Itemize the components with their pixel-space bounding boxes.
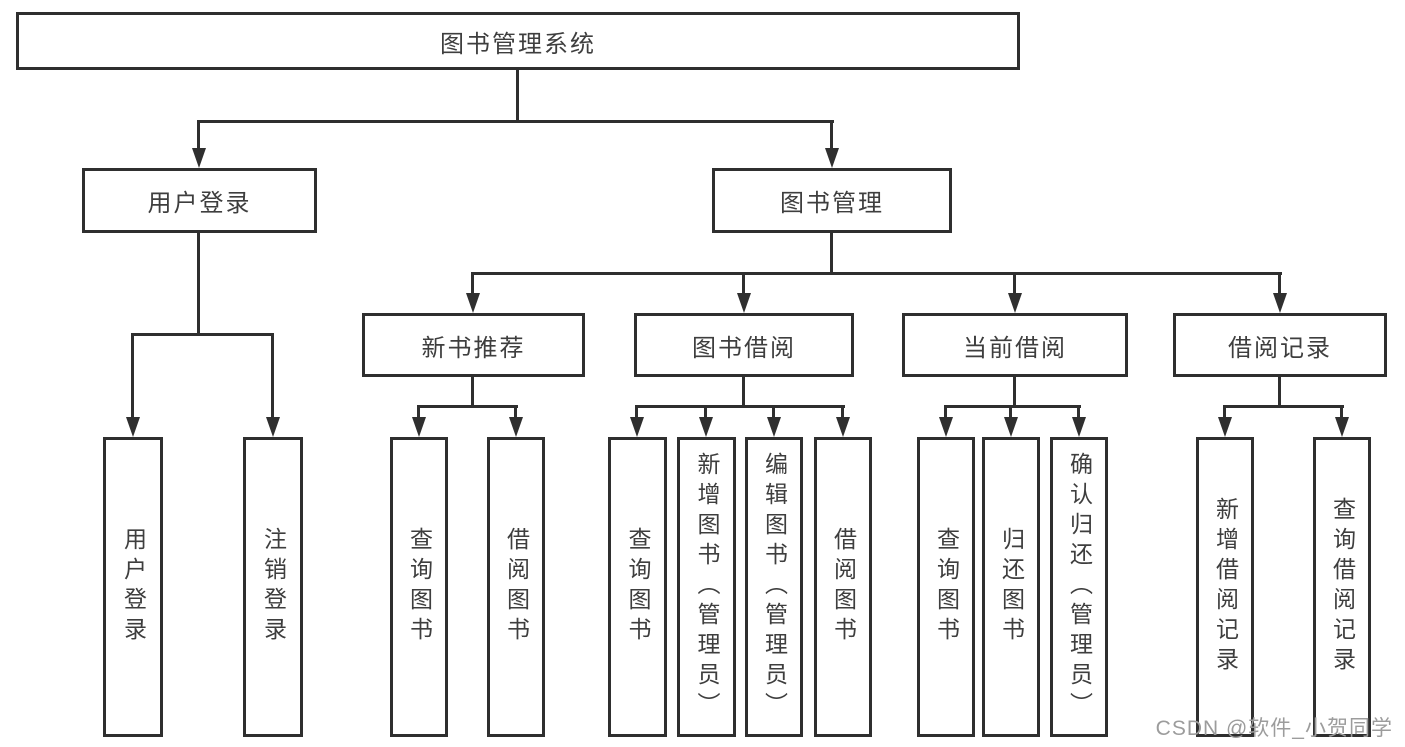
- connector-level2-rail: [197, 120, 834, 123]
- node-book-management-label: 图书管理: [780, 190, 884, 217]
- connector-leaf-stem: [1009, 405, 1012, 419]
- arrow-down-icon: [126, 417, 140, 437]
- connector-user-login-rail: [131, 333, 274, 336]
- arrow-down-icon: [1072, 417, 1086, 437]
- connector-user-login-stem: [197, 233, 200, 333]
- connector-to-current-borrow: [1013, 272, 1016, 295]
- arrow-down-icon: [737, 293, 751, 313]
- node-borrow-record: 借阅记录: [1173, 313, 1387, 377]
- connector-to-leaf-logout: [271, 333, 274, 419]
- leaf-return-book: 归还图书: [982, 437, 1040, 737]
- connector-leaf-stem: [1077, 405, 1080, 419]
- connector-book-management-stem: [830, 233, 833, 275]
- connector-leaf-stem: [635, 405, 638, 419]
- leaf-user-login-label: 用户登录: [120, 527, 147, 647]
- connector-current-borrow-rail: [944, 405, 1081, 408]
- connector-leaf-stem: [841, 405, 844, 419]
- connector-book-borrow-stem: [742, 377, 745, 408]
- connector-level3-rail: [471, 272, 1282, 275]
- leaf-user-login: 用户登录: [103, 437, 163, 737]
- connector-leaf-stem: [772, 405, 775, 419]
- connector-borrow-record-stem: [1278, 377, 1281, 408]
- connector-leaf-stem: [514, 405, 517, 419]
- arrow-down-icon: [192, 148, 206, 168]
- arrow-down-icon: [412, 417, 426, 437]
- leaf-query-book-borrow: 查询图书: [608, 437, 667, 737]
- arrow-down-icon: [939, 417, 953, 437]
- leaf-query-borrow-record: 查询借阅记录: [1313, 437, 1371, 737]
- arrow-down-icon: [630, 417, 644, 437]
- node-user-login-label: 用户登录: [147, 190, 252, 217]
- connector-to-leaf-user-login: [131, 333, 134, 419]
- arrow-down-icon: [1273, 293, 1287, 313]
- csdn-watermark: CSDN @软件_小贺同学: [1155, 717, 1393, 740]
- connector-leaf-stem: [1340, 405, 1343, 419]
- leaf-edit-book-admin: 编辑图书（管理员）: [745, 437, 803, 737]
- node-root-label: 图书管理系统: [440, 30, 596, 58]
- connector-to-borrow-record: [1278, 272, 1281, 295]
- connector-current-borrow-stem: [1013, 377, 1016, 408]
- leaf-confirm-return-admin: 确认归还（管理员）: [1050, 437, 1108, 737]
- node-book-borrow-label: 图书借阅: [692, 334, 796, 362]
- node-root: 图书管理系统: [16, 12, 1020, 70]
- connector-leaf-stem: [944, 405, 947, 419]
- node-current-borrow-label: 当前借阅: [963, 334, 1067, 362]
- connector-to-user-login: [197, 120, 200, 150]
- leaf-confirm-return-admin-label: 确认归还（管理员）: [1066, 452, 1093, 722]
- leaf-return-book-label: 归还图书: [998, 527, 1025, 647]
- connector-to-new-book-recommend: [471, 272, 474, 295]
- connector-root-stem: [516, 70, 519, 120]
- arrow-down-icon: [1335, 417, 1349, 437]
- connector-to-book-borrow: [742, 272, 745, 295]
- leaf-query-book-current: 查询图书: [917, 437, 975, 737]
- leaf-query-borrow-record-label: 查询借阅记录: [1329, 497, 1356, 677]
- arrow-down-icon: [1008, 293, 1022, 313]
- node-borrow-record-label: 借阅记录: [1228, 334, 1332, 362]
- leaf-query-book-recommend-label: 查询图书: [406, 527, 433, 647]
- leaf-logout-label: 注销登录: [260, 527, 287, 647]
- leaf-add-borrow-record-label: 新增借阅记录: [1212, 497, 1239, 677]
- node-new-book-recommend-label: 新书推荐: [421, 334, 526, 362]
- connector-new-book-recommend-stem: [471, 377, 474, 408]
- connector-leaf-stem: [704, 405, 707, 419]
- leaf-logout: 注销登录: [243, 437, 303, 737]
- node-current-borrow: 当前借阅: [902, 313, 1128, 377]
- arrow-down-icon: [1004, 417, 1018, 437]
- leaf-borrow-book-borrow-label: 借阅图书: [830, 527, 857, 647]
- connector-borrow-record-rail: [1223, 405, 1344, 408]
- leaf-borrow-book-borrow: 借阅图书: [814, 437, 872, 737]
- arrow-down-icon: [466, 293, 480, 313]
- arrow-down-icon: [825, 148, 839, 168]
- connector-new-book-recommend-rail: [417, 405, 518, 408]
- leaf-add-book-admin-label: 新增图书（管理员）: [694, 452, 720, 722]
- arrow-down-icon: [836, 417, 850, 437]
- node-book-borrow: 图书借阅: [634, 313, 854, 377]
- connector-book-borrow-rail: [635, 405, 845, 408]
- leaf-query-book-current-label: 查询图书: [933, 527, 960, 647]
- leaf-edit-book-admin-label: 编辑图书（管理员）: [761, 452, 788, 722]
- node-book-management: 图书管理: [712, 168, 952, 233]
- node-user-login: 用户登录: [82, 168, 317, 233]
- arrow-down-icon: [699, 417, 713, 437]
- leaf-borrow-book-recommend-label: 借阅图书: [503, 527, 530, 647]
- connector-leaf-stem: [1223, 405, 1226, 419]
- node-new-book-recommend: 新书推荐: [362, 313, 585, 377]
- arrow-down-icon: [767, 417, 781, 437]
- leaf-add-borrow-record: 新增借阅记录: [1196, 437, 1254, 737]
- arrow-down-icon: [509, 417, 523, 437]
- arrow-down-icon: [1218, 417, 1232, 437]
- leaf-query-book-borrow-label: 查询图书: [625, 527, 651, 647]
- leaf-borrow-book-recommend: 借阅图书: [487, 437, 545, 737]
- connector-to-book-management: [830, 120, 833, 150]
- leaf-add-book-admin: 新增图书（管理员）: [677, 437, 736, 737]
- connector-leaf-stem: [417, 405, 420, 419]
- leaf-query-book-recommend: 查询图书: [390, 437, 448, 737]
- arrow-down-icon: [266, 417, 280, 437]
